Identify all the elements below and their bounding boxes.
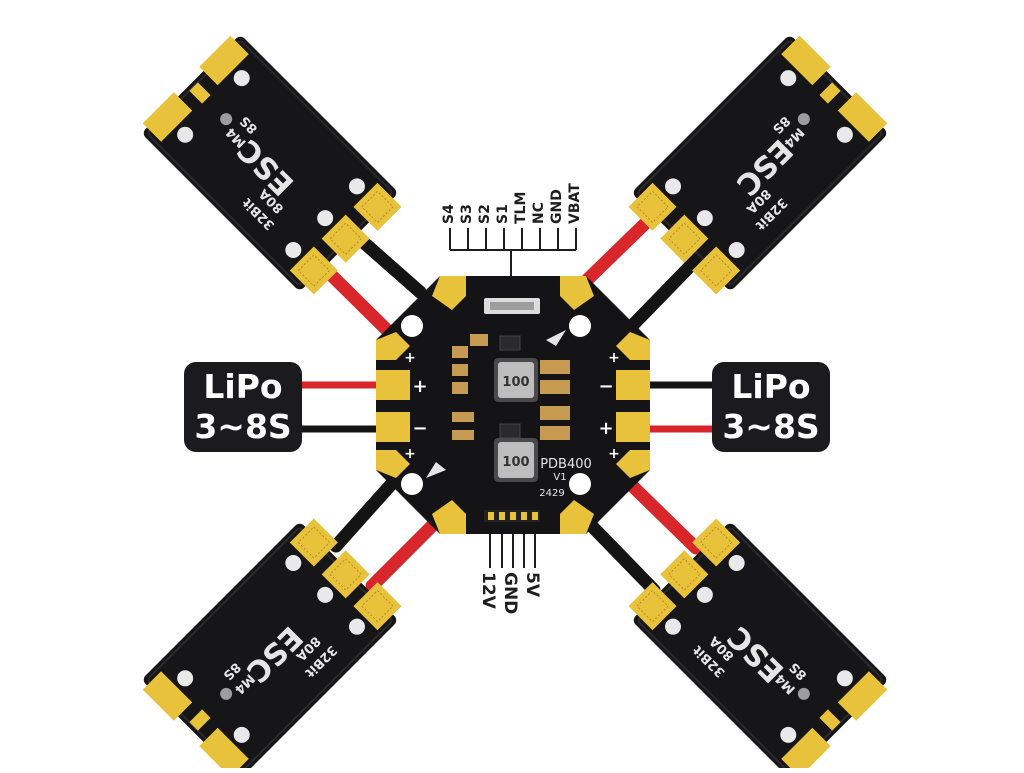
pad-sign-tl: + xyxy=(404,350,416,366)
header-label-nc: NC xyxy=(531,202,547,224)
bottom-header-labels: 5V GND 12V xyxy=(478,572,542,614)
board-model: PDB400 xyxy=(540,457,592,472)
pad-sign-left-minus: − xyxy=(412,418,427,439)
pad-sign-tr: + xyxy=(608,350,620,366)
lipo-left-leads xyxy=(298,381,378,433)
esc-top-left: ESC 80A 32Bit M4 8S xyxy=(136,29,409,302)
header-label-gnd-bottom: GND xyxy=(500,572,520,614)
lipo-left-cells: 3~8S xyxy=(194,407,292,446)
header-label-s1: S1 xyxy=(495,204,511,224)
inductor-marking-top: 100 xyxy=(502,375,529,390)
header-label-12v: 12V xyxy=(478,572,498,610)
header-label-tlm: TLM xyxy=(513,192,529,224)
lipo-left-badge: LiPo 3~8S xyxy=(184,362,302,452)
board-code: 2429 xyxy=(539,488,564,499)
lipo-left-title: LiPo xyxy=(203,367,283,406)
lipo-right-cells: 3~8S xyxy=(722,407,820,446)
esc-bottom-left: ESC 80A 32Bit M4 8S xyxy=(136,511,409,773)
header-label-vbat: VBAT xyxy=(567,183,583,224)
pad-sign-br: + xyxy=(608,446,620,462)
lipo-right-badge: LiPo 3~8S xyxy=(712,362,830,452)
pad-sign-bl: + xyxy=(404,446,416,462)
header-label-s4: S4 xyxy=(441,204,457,224)
top-header-labels: VBAT GND NC TLM S1 S2 S3 S4 xyxy=(441,183,583,224)
header-label-s3: S3 xyxy=(459,204,475,224)
pdb-board: 100 100 PDB400 V1 2429 + − − + + + + + xyxy=(376,276,650,534)
header-label-s2: S2 xyxy=(477,204,493,224)
header-label-gnd: GND xyxy=(549,189,565,224)
esc-bottom-right: ESC 80A 32Bit M4 8S xyxy=(621,511,894,773)
lipo-right-title: LiPo xyxy=(731,367,811,406)
esc-top-right: ESC 80A 32Bit M4 8S xyxy=(621,29,894,302)
board-version: V1 xyxy=(553,472,566,483)
pad-sign-right-minus: − xyxy=(598,376,613,397)
header-label-5v: 5V xyxy=(522,572,542,598)
pad-sign-right-plus: + xyxy=(598,418,613,439)
pad-sign-left-plus: + xyxy=(412,376,427,397)
inductor-marking-bottom: 100 xyxy=(502,455,529,470)
